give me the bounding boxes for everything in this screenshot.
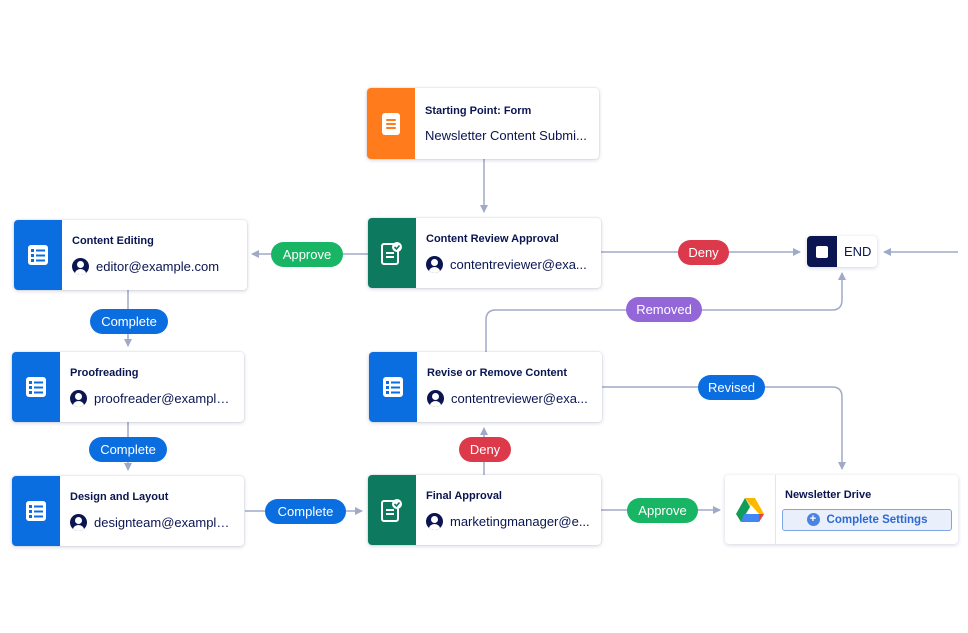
approval-icon — [381, 499, 402, 522]
user-avatar-icon — [426, 513, 443, 530]
design-layout-node[interactable]: Design and Layout designteam@example... — [12, 476, 244, 546]
approve-edge-label[interactable]: Approve — [627, 498, 698, 523]
task-icon-tile — [369, 352, 417, 422]
approval-icon — [381, 242, 402, 265]
assignee-email: contentreviewer@exa... — [451, 391, 588, 406]
user-avatar-icon — [70, 390, 87, 407]
approval-icon-tile — [368, 475, 416, 545]
user-avatar-icon — [427, 390, 444, 407]
node-title: Content Editing — [72, 235, 154, 247]
assignee-email: designteam@example... — [94, 515, 234, 530]
final-approval-node[interactable]: Final Approval marketingmanager@e... — [368, 475, 601, 545]
revised-edge-label[interactable]: Revised — [698, 375, 765, 400]
task-icon-tile — [12, 476, 60, 546]
deny-edge-label[interactable]: Deny — [459, 437, 511, 462]
content-review-approval-node[interactable]: Content Review Approval contentreviewer@… — [368, 218, 601, 288]
task-list-icon — [383, 377, 403, 397]
form-name: Newsletter Content Submi... — [425, 127, 587, 143]
assignee-email: proofreader@example... — [94, 391, 234, 406]
task-list-icon — [28, 245, 48, 265]
google-drive-icon-tile — [725, 475, 776, 544]
assignee-email: editor@example.com — [96, 259, 220, 274]
assignee-email: marketingmanager@e... — [450, 514, 590, 529]
node-title: Content Review Approval — [426, 233, 559, 245]
user-avatar-icon — [426, 256, 443, 273]
task-icon-tile — [12, 352, 60, 422]
complete-edge-label[interactable]: Complete — [90, 309, 168, 334]
end-node[interactable]: END — [807, 236, 877, 267]
task-icon-tile — [14, 220, 62, 290]
complete-edge-label[interactable]: Complete — [89, 437, 167, 462]
start-form-node[interactable]: Starting Point: Form Newsletter Content … — [367, 88, 599, 159]
stop-icon — [807, 236, 837, 267]
deny-edge-label[interactable]: Deny — [678, 240, 729, 265]
user-avatar-icon — [72, 258, 89, 275]
task-list-icon — [26, 377, 46, 397]
node-title: Proofreading — [70, 367, 139, 379]
approval-icon-tile — [368, 218, 416, 288]
user-avatar-icon — [70, 514, 87, 531]
removed-edge-label[interactable]: Removed — [626, 297, 702, 322]
complete-settings-button[interactable]: + Complete Settings — [782, 508, 952, 531]
node-title: Design and Layout — [70, 491, 169, 503]
complete-settings-label: Complete Settings — [826, 513, 928, 526]
content-editing-node[interactable]: Content Editing editor@example.com — [14, 220, 247, 290]
form-icon — [382, 112, 400, 135]
node-title: Final Approval — [426, 490, 502, 502]
complete-edge-label[interactable]: Complete — [265, 499, 346, 524]
edge-revise-to-drive — [602, 386, 846, 470]
proofreading-node[interactable]: Proofreading proofreader@example... — [12, 352, 244, 422]
node-title: Newsletter Drive — [785, 488, 872, 501]
revise-remove-node[interactable]: Revise or Remove Content contentreviewer… — [369, 352, 602, 422]
end-label: END — [844, 244, 872, 259]
assignee-email: contentreviewer@exa... — [450, 257, 587, 272]
node-title: Starting Point: Form — [425, 104, 532, 117]
google-drive-icon — [736, 497, 764, 522]
newsletter-drive-node[interactable]: Newsletter Drive + Complete Settings — [725, 475, 958, 544]
node-title: Revise or Remove Content — [427, 367, 567, 379]
approve-edge-label[interactable]: Approve — [271, 242, 343, 267]
plus-icon: + — [806, 513, 820, 526]
task-list-icon — [26, 501, 46, 521]
form-icon-tile — [367, 88, 415, 159]
